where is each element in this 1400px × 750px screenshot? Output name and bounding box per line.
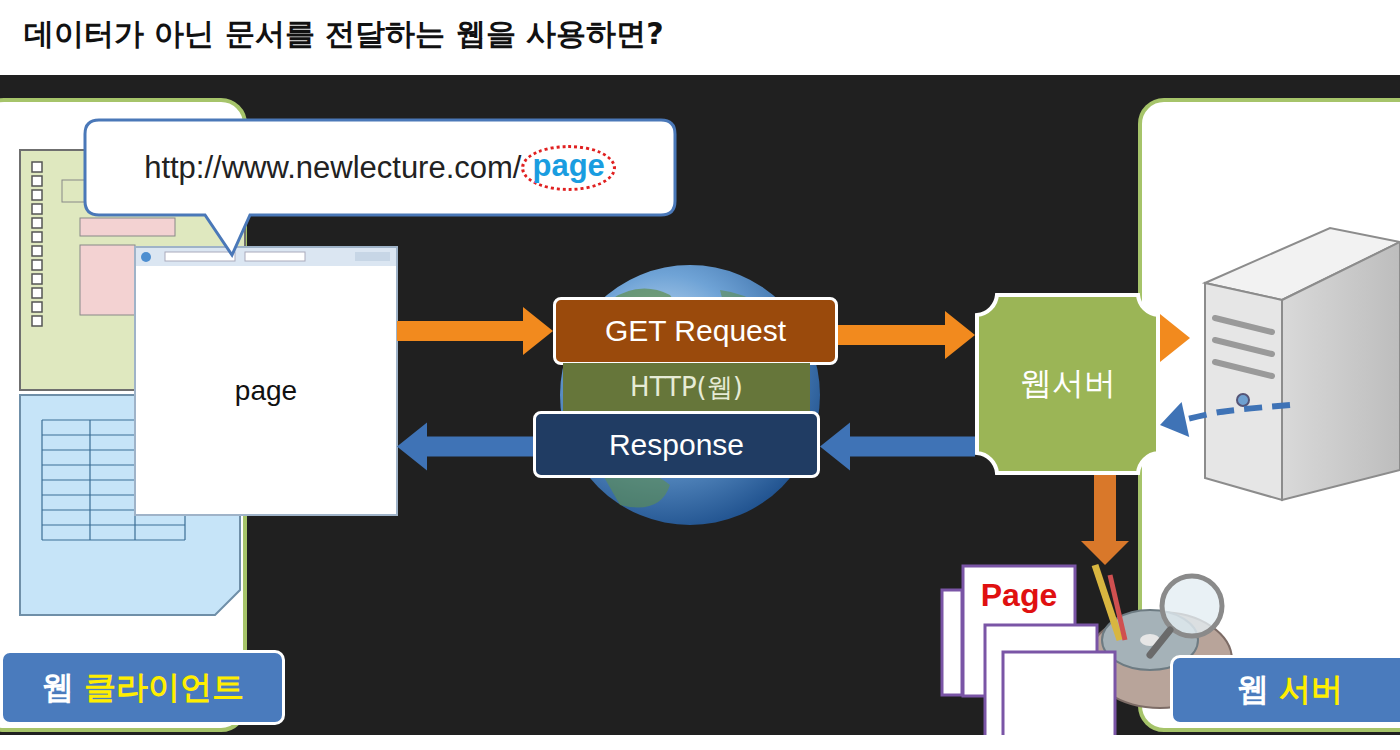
grid-line bbox=[42, 524, 185, 525]
notched-outline bbox=[977, 295, 1158, 473]
bottom-strip bbox=[0, 735, 1400, 750]
protocol-box: HTTP(웹) bbox=[563, 363, 810, 411]
page-label-area: Page bbox=[963, 577, 1075, 614]
flow-arrow bbox=[1081, 475, 1129, 565]
grid-line bbox=[42, 539, 185, 540]
node-text: 웹 bbox=[42, 666, 74, 710]
checkbox bbox=[32, 162, 42, 172]
callout-bubble bbox=[85, 120, 675, 255]
arrow-head bbox=[1081, 541, 1129, 565]
drive-slot bbox=[1215, 340, 1272, 354]
checkbox bbox=[32, 204, 42, 214]
browser-window: page bbox=[135, 247, 397, 515]
arrow-head bbox=[1160, 402, 1189, 437]
checkbox bbox=[32, 302, 42, 312]
node-text: 웹서버 bbox=[1020, 362, 1116, 406]
arrow-head bbox=[820, 423, 850, 471]
node-text: 클라이언트 bbox=[84, 666, 244, 710]
node-text: Page bbox=[981, 577, 1057, 614]
checkbox bbox=[32, 232, 42, 242]
grid-line bbox=[89, 420, 90, 540]
label-band: 웹클라이언트 bbox=[0, 650, 285, 725]
server-panel: 웹서버 bbox=[1140, 100, 1400, 730]
drive-slot bbox=[1215, 362, 1272, 376]
node-text: 서버 bbox=[1279, 668, 1343, 712]
arrow-head bbox=[397, 423, 427, 471]
checkbox bbox=[32, 176, 42, 186]
client-panel: 웹클라이언트 bbox=[0, 100, 245, 730]
arrow-shaft bbox=[1094, 475, 1116, 541]
web-server-box: 웹서버 bbox=[975, 293, 1160, 475]
checkbox bbox=[32, 274, 42, 284]
url-highlight: page bbox=[521, 145, 615, 191]
server-panel bbox=[1140, 100, 1400, 730]
checkbox bbox=[32, 246, 42, 256]
flow-arrow bbox=[1160, 314, 1190, 362]
page-document: Page bbox=[940, 565, 1125, 750]
node-text: Response bbox=[609, 428, 744, 462]
arrow-shaft bbox=[427, 437, 533, 457]
checkbox bbox=[32, 316, 42, 326]
flow-arrow bbox=[397, 423, 533, 471]
label-band: 웹서버 bbox=[1170, 655, 1400, 725]
browser-window bbox=[135, 247, 397, 515]
grid-line bbox=[41, 420, 42, 540]
flow-arrow bbox=[397, 307, 553, 355]
checkbox bbox=[32, 288, 42, 298]
response-box: Response bbox=[533, 411, 820, 478]
arrow-head bbox=[945, 311, 975, 359]
checkbox bbox=[32, 260, 42, 270]
arrow-shaft bbox=[397, 321, 523, 341]
request-box: GET Request bbox=[553, 297, 838, 365]
arrow-head bbox=[1160, 314, 1190, 362]
node-text: 웹 bbox=[1237, 668, 1269, 712]
node-text: GET Request bbox=[605, 314, 786, 348]
drive-slot bbox=[1215, 318, 1272, 332]
server-tower bbox=[1205, 228, 1400, 500]
node-text: HTTP(웹) bbox=[630, 370, 743, 405]
flow-arrow bbox=[838, 311, 975, 359]
arrow-shaft bbox=[850, 437, 975, 457]
title: 데이터가 아닌 문서를 전달하는 웹을 사용하면? bbox=[24, 14, 664, 55]
arrow-shaft bbox=[838, 325, 945, 345]
flow-arrow bbox=[1160, 402, 1290, 437]
node-text: page bbox=[235, 375, 297, 407]
node-text: http://www.newlecture.com/ bbox=[144, 150, 521, 186]
arrow-head bbox=[523, 307, 553, 355]
checkbox bbox=[32, 218, 42, 228]
flow-arrow bbox=[820, 423, 975, 471]
arrow-shaft bbox=[1185, 405, 1290, 419]
checkbox bbox=[32, 190, 42, 200]
url-callout: http://www.newlecture.com/page bbox=[85, 120, 675, 215]
